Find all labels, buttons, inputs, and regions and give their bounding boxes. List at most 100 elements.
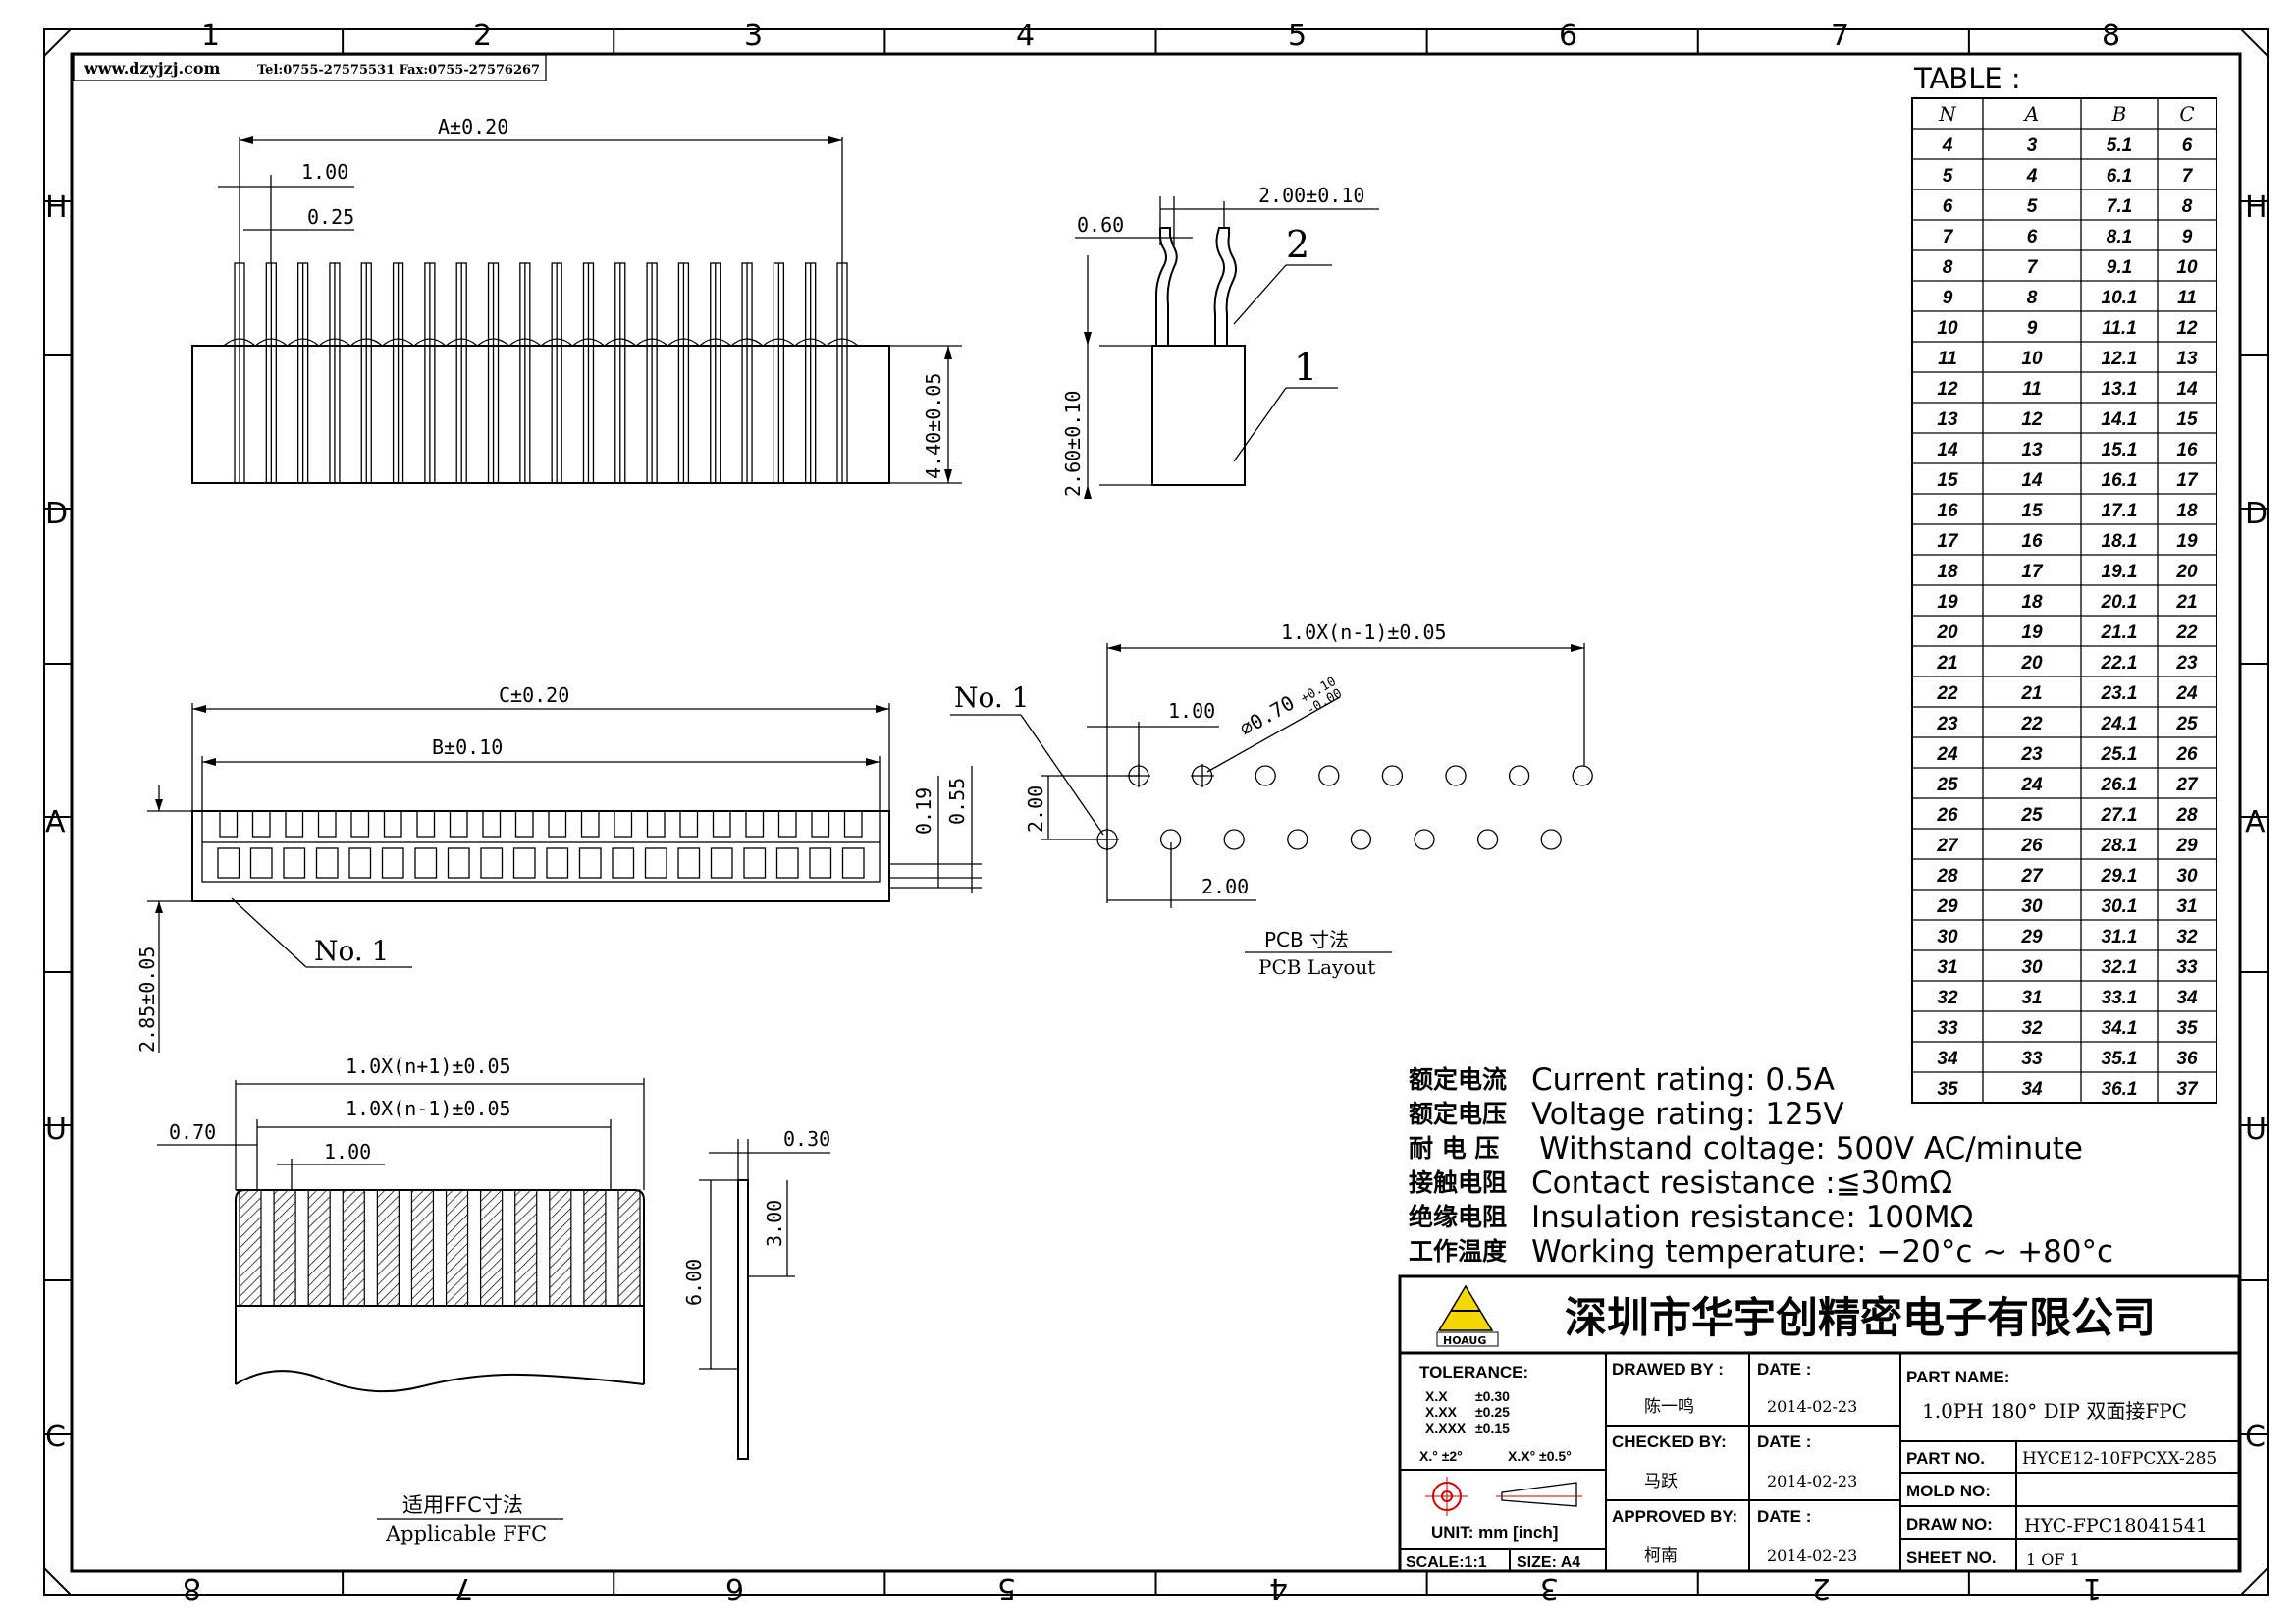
table-cell: 5 <box>1943 166 1953 187</box>
table-cell: 11 <box>2177 288 2197 308</box>
table-cell: 16 <box>1937 501 1958 521</box>
contact-cavity <box>612 847 635 879</box>
grid-row-label-right: H <box>2245 190 2268 225</box>
approved-by-label: APPROVED BY: <box>1612 1507 1737 1526</box>
table-cell: 33.1 <box>2102 988 2138 1008</box>
specs-block: 额定电流 Current rating: 0.5A 额定电压 Voltage r… <box>1409 1062 2113 1270</box>
table-cell: 20 <box>1936 623 1958 643</box>
part-name: 1.0PH 180° DIP 双面接FPC <box>1922 1399 2187 1423</box>
table-cell: 8 <box>2182 196 2193 217</box>
table-cell: 30 <box>2176 866 2198 887</box>
draw-no-label: DRAW NO: <box>1906 1515 1993 1534</box>
spec-cn: 额定电流 <box>1409 1065 1507 1094</box>
pin-slot <box>223 338 256 347</box>
table-cell: 36.1 <box>2102 1079 2138 1100</box>
table-cell: 37 <box>2176 1079 2199 1100</box>
pcb-hole <box>1508 765 1530 786</box>
table-cell: 13 <box>2021 440 2043 460</box>
table-cell: 7 <box>1943 227 1954 247</box>
unit-label: UNIT: mm [inch] <box>1431 1523 1558 1542</box>
spec-en: Insulation resistance: 100MΩ <box>1531 1200 1973 1235</box>
table-cell: 34 <box>2176 988 2198 1008</box>
table-cell: 21.1 <box>2101 623 2138 643</box>
ffc-conductor <box>239 1189 262 1307</box>
table-cell: 7.1 <box>2107 196 2132 217</box>
grid-col-label: 8 <box>2102 19 2120 53</box>
callout-2: 2 <box>1286 223 1309 266</box>
dim-019-label: 0.19 <box>912 787 935 835</box>
ffc-conductor <box>583 1189 607 1307</box>
spec-row: 接触电阻 Contact resistance :≦30mΩ <box>1409 1165 1952 1201</box>
tol-xx-val: ±0.25 <box>1475 1404 1510 1420</box>
table-cell: 11 <box>2022 379 2042 400</box>
table-cell: 21 <box>1936 653 1957 674</box>
ffc-conductor <box>410 1189 435 1307</box>
table-cell: 18 <box>1937 562 1958 582</box>
pcb-title-cn: PCB 寸法 <box>1264 928 1349 951</box>
table-cell: 18.1 <box>2102 531 2138 552</box>
ffc-dim-300: 3.00 <box>763 1200 786 1247</box>
table-cell: 8 <box>2027 288 2038 308</box>
table-cell: 25.1 <box>2101 744 2138 765</box>
table-cell: 15 <box>2176 409 2198 430</box>
grid-col-label: 4 <box>1016 19 1035 53</box>
table-cell: 10 <box>2021 349 2043 369</box>
side-view: 0.60 2.00±0.10 2.60±0.10 2 1 <box>1061 184 1379 499</box>
table-cell: 23 <box>2020 744 2043 765</box>
table-cell: 6.1 <box>2107 166 2132 187</box>
grid-col-label-bottom: 3 <box>1540 1571 1559 1605</box>
pcb-dim-offset: 2.00 <box>1201 875 1249 898</box>
table-cell: 8.1 <box>2107 227 2132 247</box>
table-cell: 18 <box>2021 592 2043 613</box>
spec-cn: 耐 电 压 <box>1409 1134 1499 1163</box>
date-drawn: 2014-02-23 <box>1767 1397 1857 1416</box>
table-cell: 17 <box>2021 562 2044 582</box>
table-cell: 26 <box>2020 836 2043 856</box>
grid-col-label: 1 <box>201 19 220 53</box>
ffc-conductor <box>342 1189 365 1307</box>
contact-cavity <box>743 847 767 879</box>
dim-height-label: 4.40±0.05 <box>922 373 945 479</box>
contact-slot <box>614 810 633 838</box>
spec-cn: 绝缘电阻 <box>1409 1203 1507 1231</box>
table-cell: 25 <box>1936 775 1958 795</box>
pcb-dim-total: 1.0X(n-1)±0.05 <box>1281 621 1447 644</box>
contact-cavity <box>775 847 799 879</box>
table-cell: 9 <box>2027 318 2038 339</box>
pcb-title-en: PCB Layout <box>1258 955 1375 979</box>
contact-slot <box>383 810 402 838</box>
table-cell: 22.1 <box>2101 653 2138 674</box>
grid-row-label: U <box>45 1112 67 1147</box>
pin-slot <box>318 338 351 347</box>
table-cell: 20 <box>2175 562 2198 582</box>
contact-cavity <box>809 847 832 879</box>
contact-cavity <box>710 847 733 879</box>
table-cell: 14 <box>2021 470 2043 491</box>
table-cell: 35 <box>2176 1018 2198 1039</box>
grid-col-label: 5 <box>1288 19 1307 53</box>
callout-1: 1 <box>1294 346 1317 389</box>
contact-slot <box>811 810 830 838</box>
dim-pitch-label: 1.00 <box>301 160 348 184</box>
table-cell: 19 <box>2021 623 2043 643</box>
pin-slot <box>508 338 542 347</box>
drawn-by: 陈一鸣 <box>1644 1397 1694 1417</box>
tol-xxx: X.XXX <box>1425 1420 1467 1435</box>
contact-slot <box>843 810 863 838</box>
table-cell: 20 <box>2020 653 2043 674</box>
table-cell: 28 <box>1936 866 1958 887</box>
table-cell: 31 <box>2021 988 2042 1008</box>
table-cell: 32 <box>2021 1018 2043 1039</box>
table-cell: 9 <box>2182 227 2193 247</box>
date-label: DATE : <box>1757 1360 1811 1379</box>
contact-slot <box>679 810 699 838</box>
contact-cavity <box>578 847 602 879</box>
spec-en: Withstand coltage: 500V AC/minute <box>1539 1131 2083 1166</box>
checked-by: 马跃 <box>1644 1472 1678 1491</box>
table-cell: 23 <box>2175 653 2198 674</box>
table-header-cell: A <box>2023 102 2039 126</box>
scale-label: SCALE:1:1 <box>1406 1554 1487 1571</box>
contact-cavity <box>348 847 372 879</box>
grid-col-label: 2 <box>473 19 492 53</box>
